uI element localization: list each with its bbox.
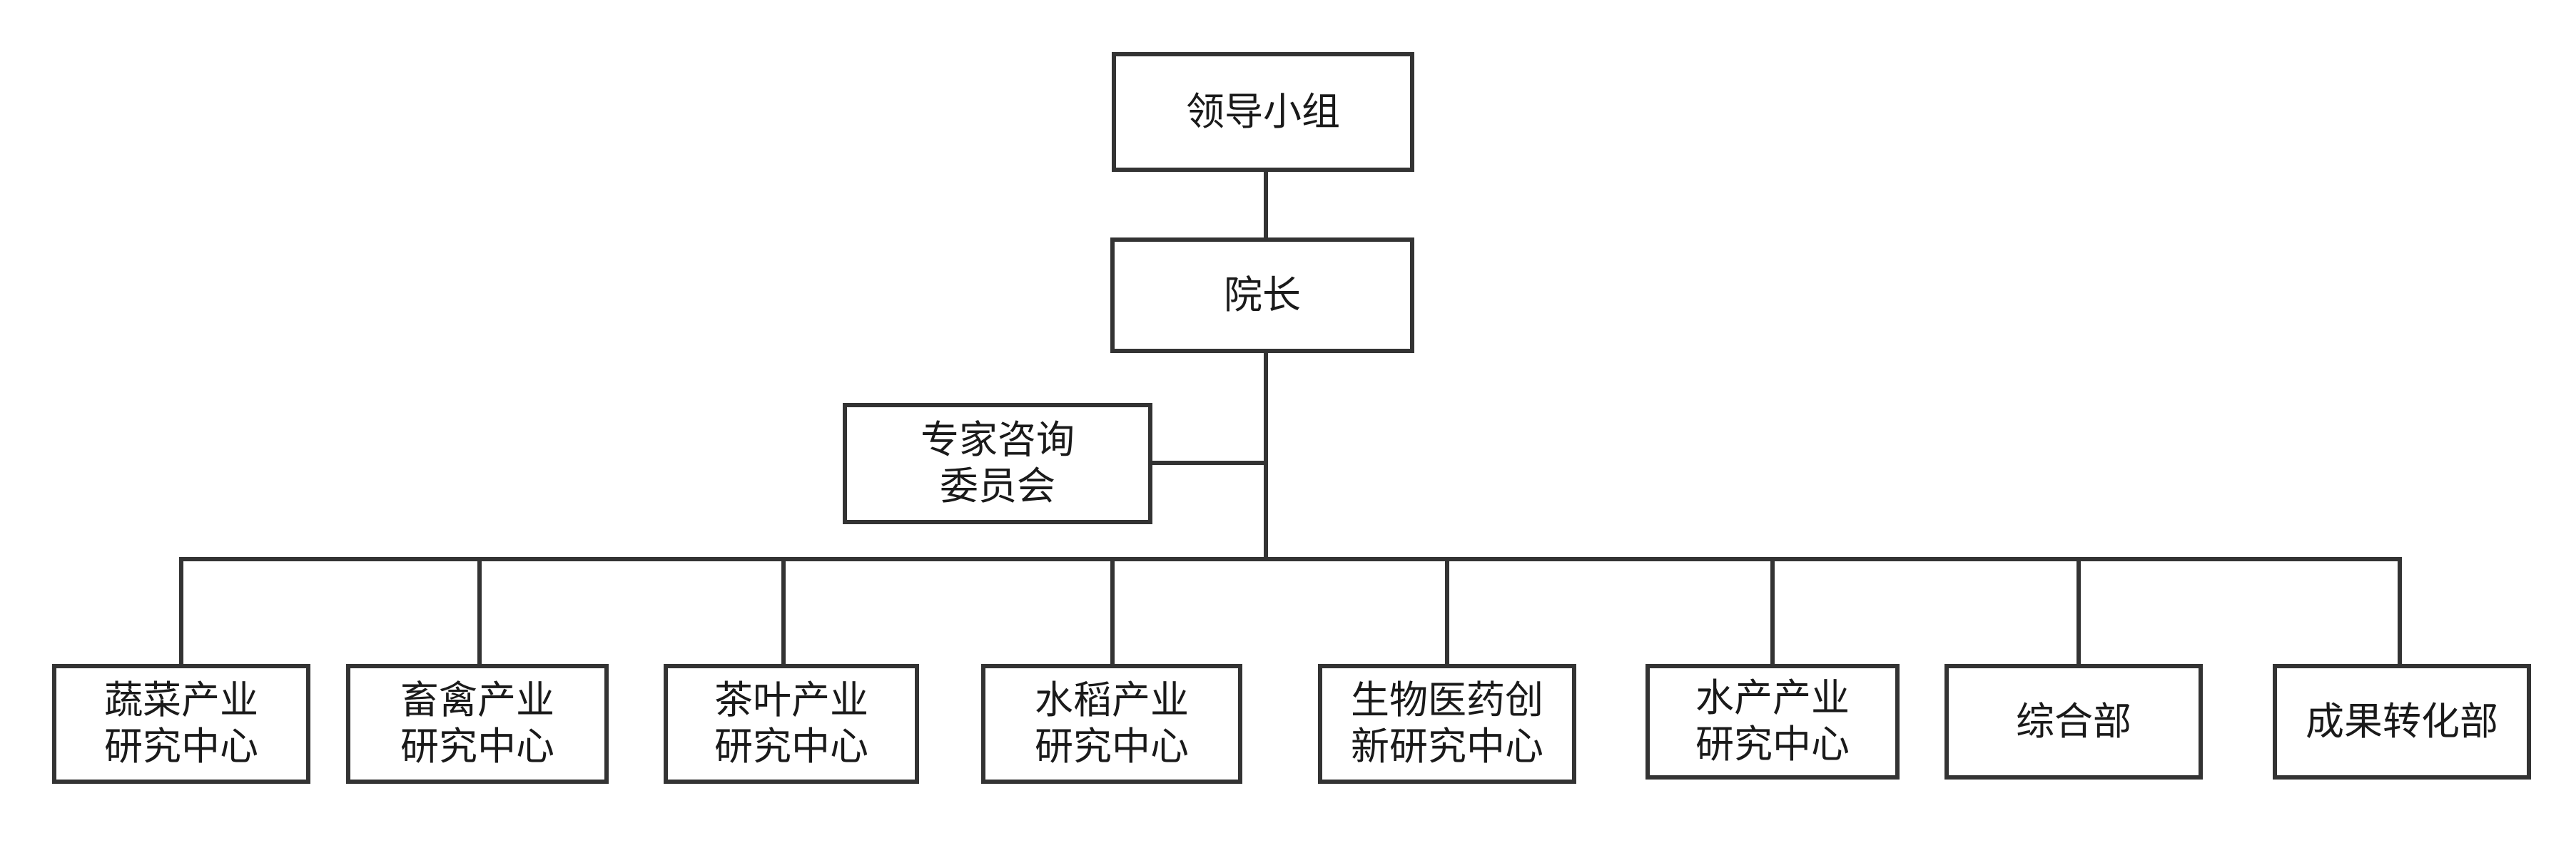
president-label: 院长	[1224, 272, 1301, 317]
connector-unit-2	[477, 557, 482, 667]
unit-label: 综合部	[2016, 698, 2131, 744]
unit-label: 水产产业 研究中心	[1695, 675, 1850, 767]
unit-box: 蔬菜产业 研究中心	[52, 664, 310, 784]
leader-group-label: 领导小组	[1186, 88, 1340, 134]
advisory-committee-label: 专家咨询 委员会	[921, 417, 1075, 509]
unit-label: 水稻产业 研究中心	[1035, 678, 1189, 769]
connector-unit-6	[1770, 557, 1775, 667]
unit-box: 畜禽产业 研究中心	[346, 664, 609, 784]
connector-unit-7	[2076, 557, 2081, 667]
connector-horizontal-bus	[179, 557, 2402, 561]
connector-unit-5	[1445, 557, 1449, 667]
connector-unit-3	[781, 557, 786, 667]
leader-group-box: 领导小组	[1112, 52, 1414, 172]
unit-box: 生物医药创 新研究中心	[1318, 664, 1576, 784]
president-box: 院长	[1110, 237, 1414, 353]
advisory-committee-box: 专家咨询 委员会	[843, 403, 1152, 524]
unit-label: 成果转化部	[2306, 698, 2498, 744]
unit-box: 茶叶产业 研究中心	[664, 664, 919, 784]
unit-label: 蔬菜产业 研究中心	[104, 678, 258, 769]
connector-unit-4	[1110, 557, 1115, 667]
unit-label: 畜禽产业 研究中心	[400, 678, 554, 769]
unit-label: 茶叶产业 研究中心	[714, 678, 868, 769]
unit-box: 综合部	[1944, 664, 2203, 780]
connector-leader-president	[1264, 170, 1268, 240]
connector-president-trunk	[1264, 351, 1268, 559]
unit-box: 水产产业 研究中心	[1646, 664, 1900, 780]
unit-box: 水稻产业 研究中心	[981, 664, 1242, 784]
unit-label: 生物医药创 新研究中心	[1351, 678, 1543, 769]
connector-advisory	[1150, 461, 1266, 465]
connector-unit-1	[179, 557, 183, 667]
unit-box: 成果转化部	[2273, 664, 2531, 780]
connector-unit-8	[2398, 557, 2402, 667]
